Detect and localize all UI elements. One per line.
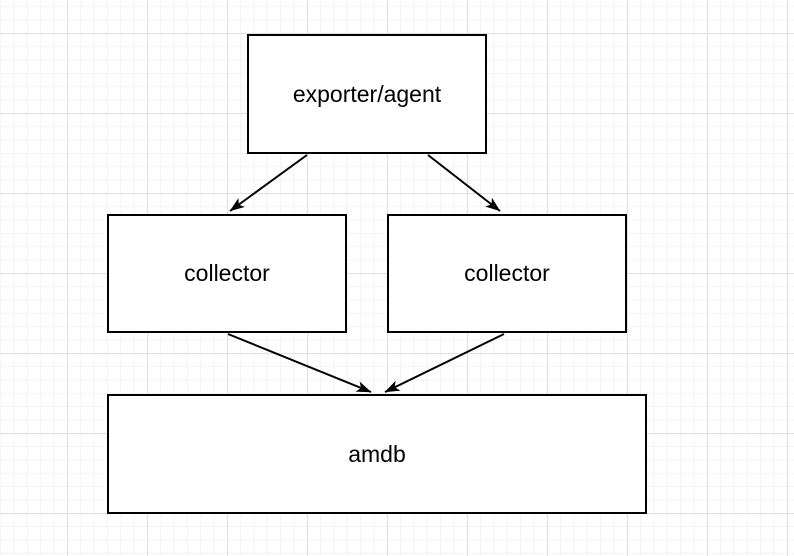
edge-collector-right-to-amdb[interactable] [384,333,505,393]
node-amdb-label: amdb [348,440,406,467]
edge-exporter-to-collector-left[interactable] [229,154,308,212]
node-amdb[interactable]: amdb [107,394,647,514]
node-collector-right-label: collector [464,260,550,286]
node-collector-left[interactable]: collector [107,214,347,333]
node-collector-right[interactable]: collector [387,214,627,333]
node-exporter-agent[interactable]: exporter/agent [247,34,487,154]
edge-collector-left-to-amdb[interactable] [227,333,372,393]
node-exporter-agent-label: exporter/agent [292,80,442,107]
edge-exporter-to-collector-right[interactable] [427,154,501,212]
node-collector-left-label: collector [184,260,270,286]
